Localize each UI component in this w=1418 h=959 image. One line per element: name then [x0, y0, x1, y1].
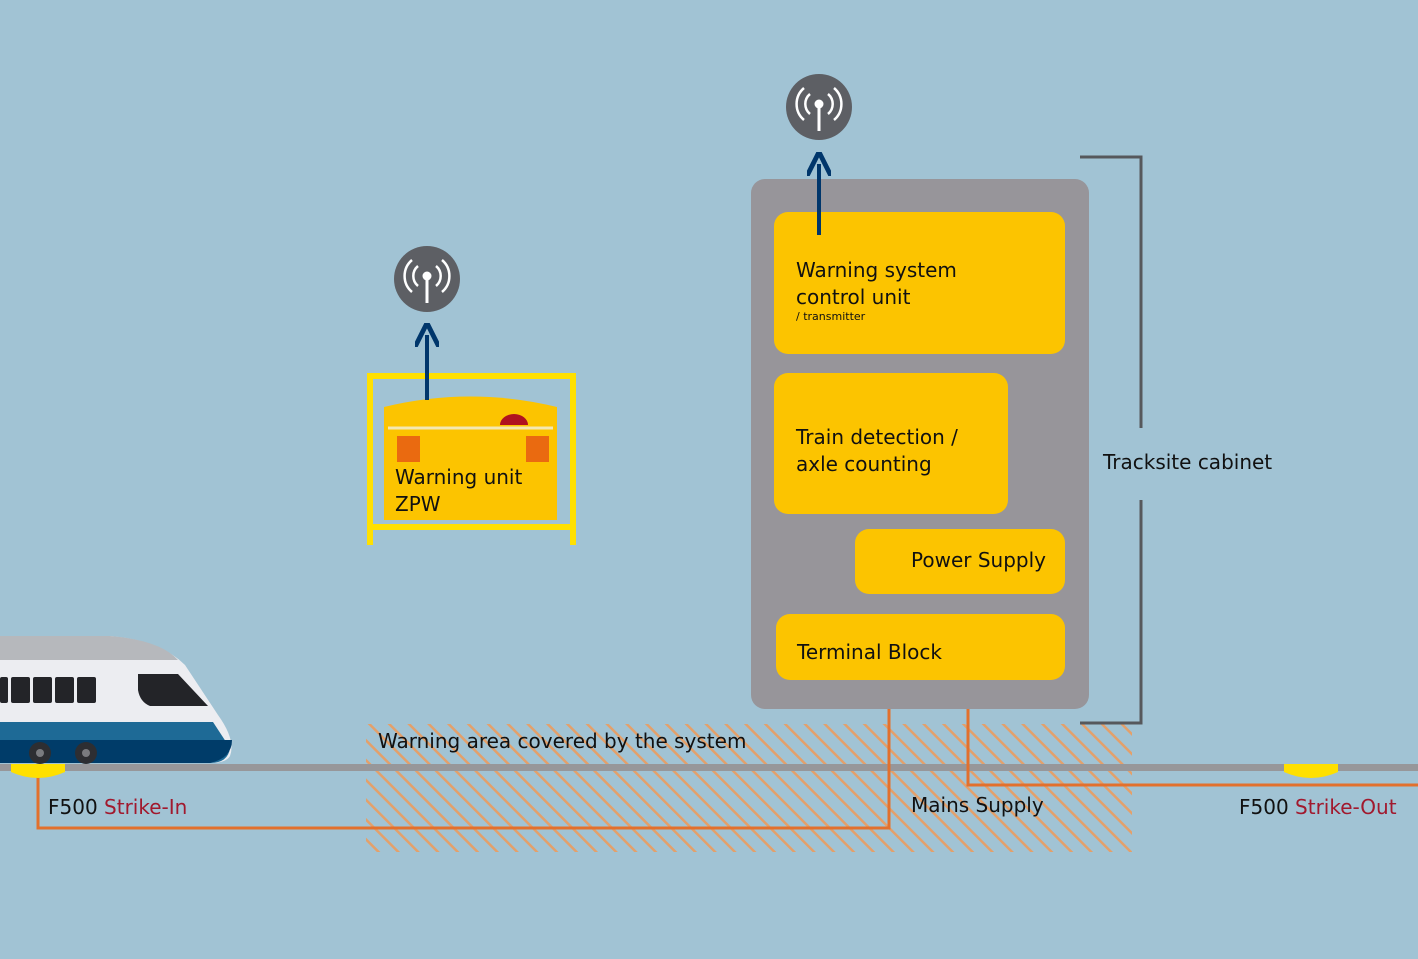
- cabinet-bracket-top: [1080, 155, 1143, 428]
- tracksite-cabinet-label: Tracksite cabinet: [1103, 450, 1273, 474]
- warning-unit-line1: Warning unit: [395, 465, 523, 489]
- train-detection-label: Train detection / axle counting: [796, 424, 958, 478]
- antenna-icon: [394, 246, 460, 312]
- strike-out-text: Strike-Out: [1295, 795, 1397, 819]
- control-unit-line2: control unit: [796, 285, 911, 309]
- rail-track: [0, 764, 1418, 771]
- control-unit-label: Warning system control unit / transmitte…: [796, 257, 957, 323]
- strike-in-prefix: F500: [48, 795, 98, 819]
- strike-in-label: F500 Strike-In: [48, 794, 187, 821]
- terminal-block-label: Terminal Block: [797, 640, 942, 664]
- control-unit-sub: / transmitter: [796, 310, 866, 323]
- power-supply-label: Power Supply: [911, 548, 1046, 572]
- strike-in-cable: [36, 708, 891, 830]
- strike-in-text: Strike-In: [104, 795, 188, 819]
- warning-unit-zpw: [367, 373, 576, 545]
- train-detection-line1: Train detection /: [796, 425, 958, 449]
- control-unit-box: [774, 212, 1065, 354]
- train: [0, 636, 232, 764]
- antenna-icon: [786, 74, 852, 140]
- strike-out-cable: [966, 708, 1418, 787]
- warning-area-label: Warning area covered by the system: [378, 729, 747, 753]
- cabinet-bracket-bottom: [1080, 500, 1143, 725]
- strike-out-prefix: F500: [1239, 795, 1289, 819]
- train-detection-line2: axle counting: [796, 452, 932, 476]
- strike-out-label: F500 Strike-Out: [1239, 794, 1397, 821]
- warning-unit-line2: ZPW: [395, 492, 441, 516]
- power-supply-box: [855, 529, 1065, 594]
- train-detection-box: [774, 373, 1008, 514]
- terminal-block-box: [776, 614, 1065, 680]
- mains-supply-label: Mains Supply: [911, 793, 1044, 817]
- strike-in-sensor: [11, 764, 65, 778]
- control-unit-line1: Warning system: [796, 258, 957, 282]
- warning-area-hatch: [366, 724, 1132, 852]
- warning-unit-label: Warning unit ZPW: [395, 464, 522, 518]
- strike-out-sensor: [1284, 764, 1338, 778]
